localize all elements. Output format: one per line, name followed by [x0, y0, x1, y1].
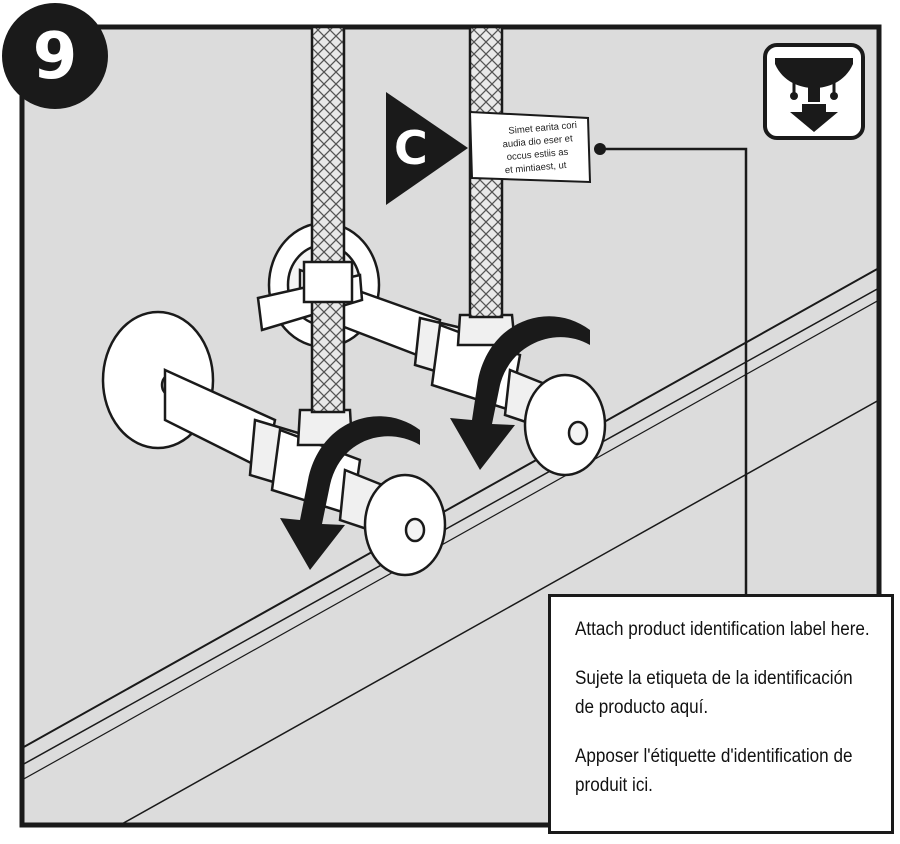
- step-number-badge: 9: [2, 3, 108, 109]
- callout-spanish: Sujete la etiqueta de la identificación d…: [575, 664, 886, 722]
- hose-clip-band: [302, 260, 354, 304]
- left-supply-hose: [310, 25, 346, 414]
- callout-french-line-2: produit ici.: [575, 775, 653, 796]
- under-sink-supply-icon: [763, 43, 865, 140]
- callout-english-text: Attach product identification label here…: [575, 619, 870, 640]
- callout-french-line-1: Apposer l'étiquette d'identification de: [575, 746, 853, 767]
- tag-line-3: occus estiis as: [506, 147, 569, 163]
- callout-french: Apposer l'étiquette d'identification de p…: [575, 742, 886, 800]
- product-identification-tag: Simet earita cori audia dio eser et occu…: [468, 110, 592, 184]
- tag-line-4: et mintiaest, ut: [504, 160, 567, 176]
- rotate-clockwise-arrow-icon: [450, 316, 590, 470]
- callout-spanish-line-2: de producto aquí.: [575, 697, 709, 718]
- wall-and-counter: [22, 267, 879, 825]
- callout-leader-line: [594, 143, 748, 596]
- rotate-clockwise-arrow-icon: [280, 416, 420, 570]
- callout-spanish-line-1: Sujete la etiqueta de la identificación: [575, 668, 853, 689]
- label-placement-callout: Attach product identification label here…: [548, 594, 894, 834]
- marker-c-letter: C: [394, 121, 428, 175]
- step-number: 9: [33, 20, 78, 94]
- marker-c: C: [386, 92, 468, 205]
- callout-english: Attach product identification label here…: [575, 615, 886, 644]
- left-shutoff-valve: [101, 310, 447, 577]
